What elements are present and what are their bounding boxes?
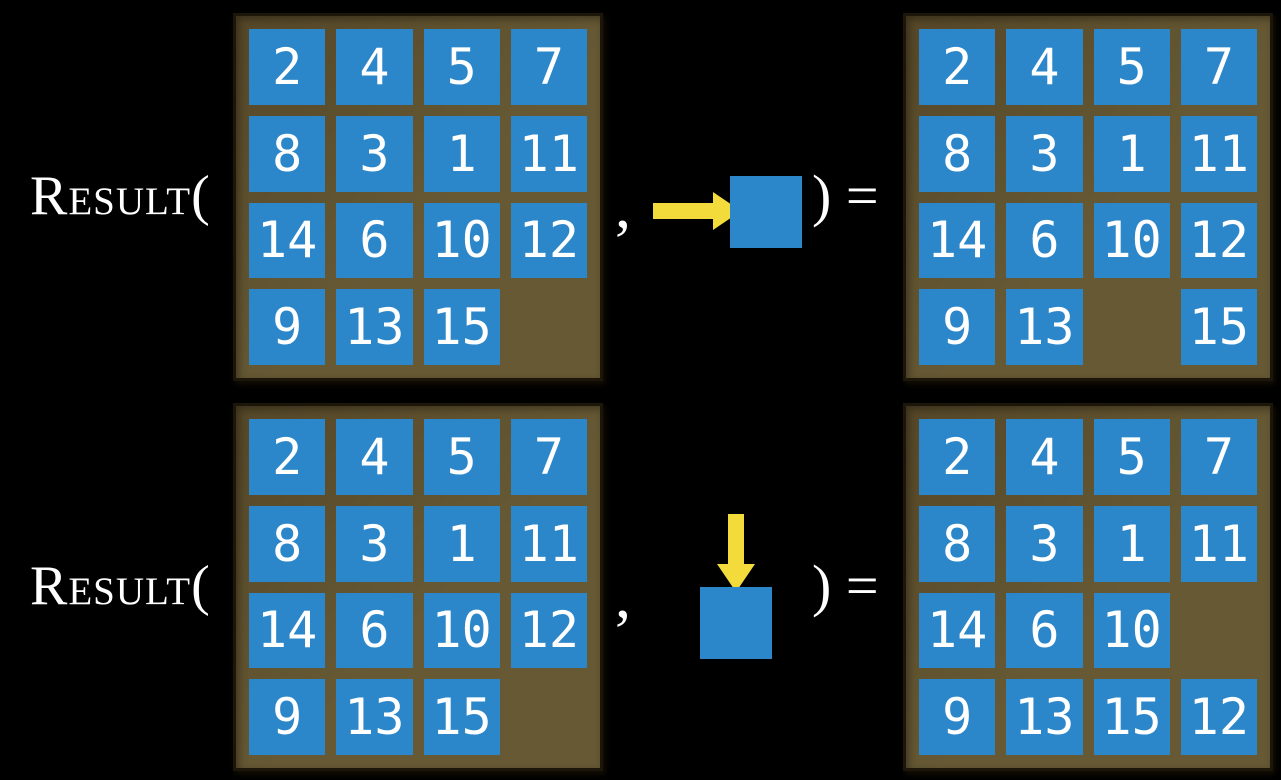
- puzzle-tile-13: 13: [1006, 679, 1083, 755]
- puzzle-tile-6: 6: [336, 592, 413, 669]
- puzzle-tile-3: 3: [336, 115, 413, 192]
- right-arrow-icon: [653, 192, 741, 230]
- puzzle-tile-12: 12: [510, 202, 587, 279]
- puzzle-tile-9: 9: [249, 289, 326, 365]
- close-paren-equals: ) =: [812, 163, 879, 228]
- puzzle-tile-3: 3: [1006, 115, 1083, 192]
- puzzle-tile-5: 5: [1093, 419, 1170, 495]
- empty-cell: [1181, 593, 1257, 669]
- puzzle-tile-3: 3: [336, 505, 413, 582]
- puzzle-tile-2: 2: [919, 29, 996, 105]
- puzzle-tile-1: 1: [1093, 115, 1170, 192]
- action-tile-right: [730, 176, 802, 248]
- puzzle-tile-6: 6: [1006, 202, 1083, 279]
- puzzle-tile-10: 10: [423, 202, 500, 279]
- puzzle-tile-1: 1: [423, 115, 500, 192]
- puzzle-tile-14: 14: [919, 202, 996, 279]
- result-function-label: Result(: [30, 555, 211, 617]
- puzzle-tile-14: 14: [249, 202, 326, 279]
- close-paren-equals: ) =: [812, 553, 879, 618]
- puzzle-tile-8: 8: [919, 115, 996, 192]
- empty-cell: [511, 289, 587, 365]
- puzzle-tile-9: 9: [919, 289, 996, 365]
- puzzle-tile-12: 12: [1180, 202, 1257, 279]
- puzzle-tile-11: 11: [1180, 505, 1257, 582]
- puzzle-tile-2: 2: [919, 419, 996, 495]
- puzzle-tile-4: 4: [1006, 29, 1083, 105]
- puzzle-tile-3: 3: [1006, 505, 1083, 582]
- puzzle-tile-15: 15: [1093, 679, 1170, 755]
- puzzle-tile-7: 7: [1180, 419, 1257, 495]
- puzzle-tile-7: 7: [1180, 29, 1257, 105]
- puzzle-tile-15: 15: [1180, 289, 1257, 365]
- puzzle-tile-9: 9: [919, 679, 996, 755]
- puzzle-tile-11: 11: [1180, 115, 1257, 192]
- down-arrow-icon: [717, 514, 755, 592]
- comma-separator: ,: [615, 560, 631, 631]
- puzzle-tile-2: 2: [249, 29, 326, 105]
- empty-cell: [1094, 289, 1170, 365]
- puzzle-tile-8: 8: [249, 115, 326, 192]
- puzzle-tile-8: 8: [919, 505, 996, 582]
- puzzle-tile-14: 14: [919, 592, 996, 669]
- puzzle-tile-12: 12: [510, 592, 587, 669]
- puzzle-tile-1: 1: [1093, 505, 1170, 582]
- puzzle-tile-5: 5: [1093, 29, 1170, 105]
- comma-separator: ,: [615, 170, 631, 241]
- puzzle-tile-6: 6: [336, 202, 413, 279]
- puzzle-tile-1: 1: [423, 505, 500, 582]
- puzzle-tile-10: 10: [1093, 592, 1170, 669]
- puzzle-tile-8: 8: [249, 505, 326, 582]
- puzzle-tile-2: 2: [249, 419, 326, 495]
- puzzle-tile-5: 5: [423, 419, 500, 495]
- result-function-label: Result(: [30, 165, 211, 227]
- action-tile-down: [700, 587, 772, 659]
- puzzle-tile-13: 13: [1006, 289, 1083, 365]
- empty-cell: [511, 679, 587, 755]
- puzzle-tile-15: 15: [423, 679, 500, 755]
- puzzle-tile-13: 13: [336, 679, 413, 755]
- puzzle-tile-7: 7: [510, 29, 587, 105]
- puzzle-tile-13: 13: [336, 289, 413, 365]
- puzzle-tile-9: 9: [249, 679, 326, 755]
- puzzle-tile-5: 5: [423, 29, 500, 105]
- puzzle-tile-11: 11: [510, 115, 587, 192]
- puzzle-tile-14: 14: [249, 592, 326, 669]
- puzzle-tile-4: 4: [336, 419, 413, 495]
- puzzle-tile-15: 15: [423, 289, 500, 365]
- puzzle-tile-10: 10: [1093, 202, 1170, 279]
- puzzle-tile-12: 12: [1180, 679, 1257, 755]
- puzzle-tile-6: 6: [1006, 592, 1083, 669]
- puzzle-tile-4: 4: [1006, 419, 1083, 495]
- puzzle-tile-11: 11: [510, 505, 587, 582]
- puzzle-tile-10: 10: [423, 592, 500, 669]
- puzzle-tile-4: 4: [336, 29, 413, 105]
- puzzle-tile-7: 7: [510, 419, 587, 495]
